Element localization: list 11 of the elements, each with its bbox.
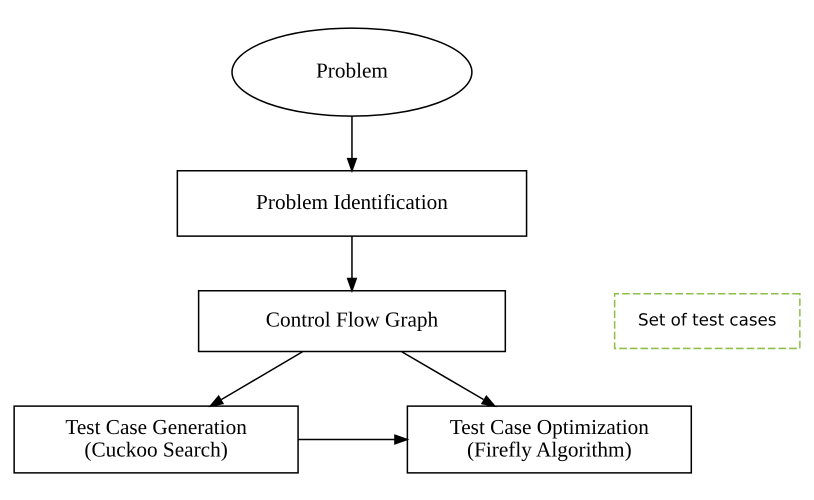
arrow <box>208 350 303 407</box>
node-box: Problem Identification <box>176 170 528 236</box>
node-box: Test Case Generation (Cuckoo Search) <box>13 404 299 474</box>
arrow <box>401 350 497 407</box>
arrow <box>346 116 358 173</box>
node-box: Set of test cases <box>614 292 801 349</box>
node-box: Control Flow Graph <box>198 289 506 352</box>
node-ellipse: Problem <box>231 26 473 116</box>
arrow <box>298 434 410 444</box>
node-box: Test Case Optimization (Firefly Algorithm) <box>406 404 692 474</box>
arrow <box>346 236 358 292</box>
